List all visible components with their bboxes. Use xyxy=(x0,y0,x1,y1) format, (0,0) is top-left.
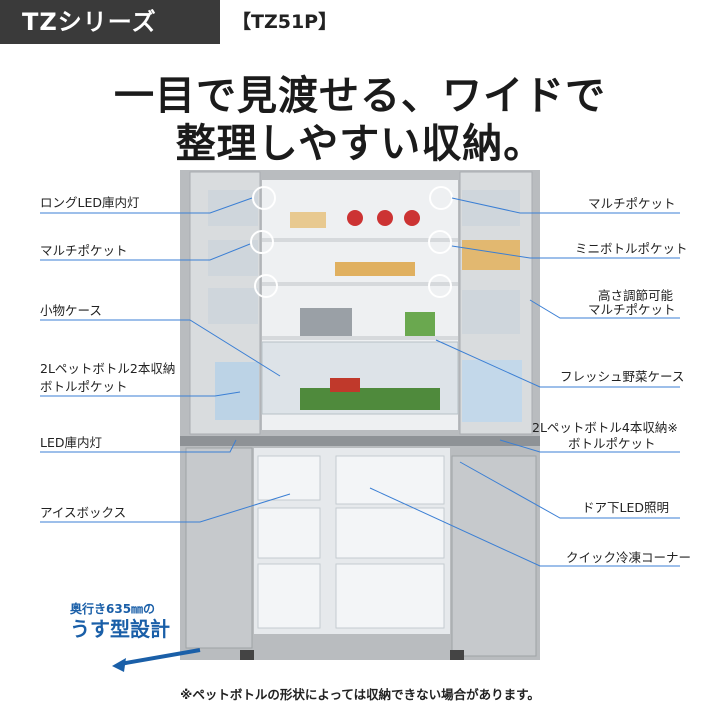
leader-line xyxy=(451,197,680,214)
series-badge: TZシリーズ xyxy=(0,0,220,44)
label-adjustable: 高さ調節可能 xyxy=(598,288,674,303)
label-long-led-light: ロングLED庫内灯 xyxy=(40,195,140,210)
highlight-circle xyxy=(250,230,274,254)
leader-line xyxy=(40,493,291,523)
depth-arrowhead xyxy=(112,658,126,672)
freezer-drawer xyxy=(257,563,321,629)
label-multi-pocket-right: マルチポケット xyxy=(588,196,676,211)
door-pocket xyxy=(208,190,258,226)
foot xyxy=(240,650,254,660)
footnote: ※ペットボトルの形状によっては収納できない場合があります。 xyxy=(180,687,540,702)
shelf-1 xyxy=(262,238,458,242)
food-item xyxy=(290,212,326,228)
slim-design-callout: 奥行き635㎜の うす型設計 xyxy=(70,602,170,641)
freezer-drawer xyxy=(257,507,321,559)
food-item xyxy=(335,262,415,276)
label-bottle-pocket-right: ボトルポケット xyxy=(568,436,656,451)
adjustable-pocket xyxy=(462,290,520,334)
label-door-led: ドア下LED照明 xyxy=(582,500,669,515)
leader-line xyxy=(435,339,680,388)
vegetables xyxy=(330,378,360,392)
lower-left-door xyxy=(185,447,253,649)
label-mini-bottle-pocket: ミニボトルポケット xyxy=(575,241,688,256)
leader-line xyxy=(40,197,253,214)
foot xyxy=(450,650,464,660)
door-pocket xyxy=(208,288,258,324)
bottle-pocket xyxy=(462,360,522,422)
divider xyxy=(180,436,540,446)
door-pocket xyxy=(462,190,520,226)
highlight-circle xyxy=(252,186,276,210)
model-number: 【TZ51P】 xyxy=(232,11,338,33)
food-item xyxy=(347,210,363,226)
label-multi-pocket-adjustable: マルチポケット xyxy=(588,302,676,317)
label-led-light: LED庫内灯 xyxy=(40,435,102,450)
food-item xyxy=(405,312,435,336)
leader-line xyxy=(529,299,680,319)
ice-box xyxy=(257,455,321,501)
headline-line2: 整理しやすい収納。 xyxy=(175,121,545,167)
label-multi-pocket-left: マルチポケット xyxy=(40,243,128,258)
quick-freeze-corner xyxy=(335,455,445,505)
highlight-circle xyxy=(428,230,452,254)
label-quick-freeze: クイック冷凍コーナー xyxy=(566,550,692,565)
shelf-2 xyxy=(262,282,458,286)
leader-line xyxy=(40,439,237,453)
leader-line xyxy=(451,245,680,259)
headline-line1: 一目で見渡せる、ワイドで xyxy=(114,73,606,119)
food-item xyxy=(300,308,352,336)
label-fresh-vegetable-case: フレッシュ野菜ケース xyxy=(560,369,685,384)
label-bottle-pocket-left: ボトルポケット xyxy=(40,379,128,394)
food-item xyxy=(404,210,420,226)
highlight-circle xyxy=(254,274,278,298)
label-ice-box: アイスボックス xyxy=(40,505,127,520)
label-small-item-case: 小物ケース xyxy=(40,303,102,318)
bottle-pocket xyxy=(215,362,259,420)
leader-line xyxy=(40,243,251,261)
depth-arrow xyxy=(119,648,201,666)
slim-design-line2: うす型設計 xyxy=(70,617,170,641)
shelf-3 xyxy=(262,336,458,340)
lower-right-door xyxy=(451,455,537,657)
leader-line xyxy=(499,439,680,453)
leader-line xyxy=(369,487,680,567)
leader-line xyxy=(459,461,680,519)
slim-design-line1: 奥行き635㎜の xyxy=(70,602,156,616)
label-2l-bottle-4: 2Lペットボトル4本収納※ xyxy=(532,420,678,435)
freezer-drawer xyxy=(335,563,445,629)
highlight-circle xyxy=(428,274,452,298)
leader-line xyxy=(40,391,241,397)
label-2l-bottle-2: 2Lペットボトル2本収納 xyxy=(40,361,176,376)
freezer-drawer xyxy=(335,507,445,559)
food-item xyxy=(377,210,393,226)
leader-line xyxy=(40,319,281,377)
vegetables xyxy=(300,388,440,410)
